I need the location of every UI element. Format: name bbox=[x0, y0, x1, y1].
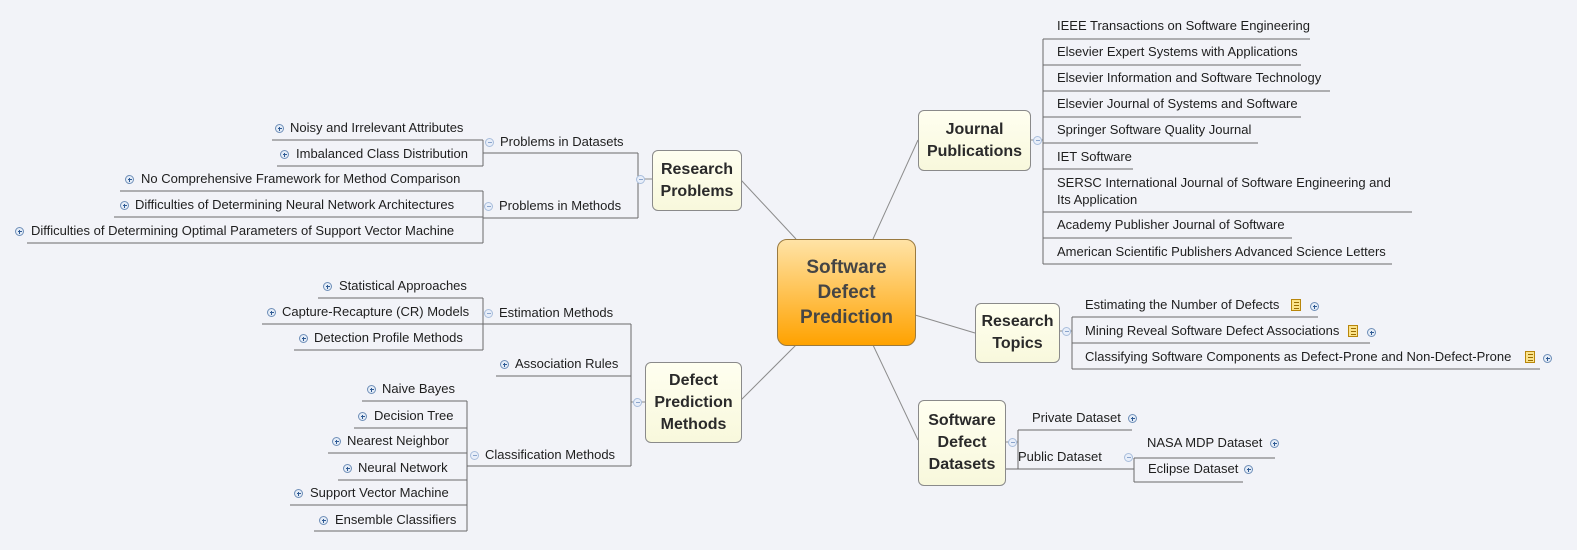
central-topic-label: Software Defect Prediction bbox=[800, 257, 893, 328]
association-rules[interactable]: Association Rules bbox=[515, 356, 619, 371]
journal-item[interactable]: American Scientific Publishers Advanced … bbox=[1057, 244, 1386, 259]
expand-icon[interactable] bbox=[1310, 302, 1319, 311]
classification-methods[interactable]: Classification Methods bbox=[485, 447, 616, 462]
expand-icon[interactable] bbox=[332, 437, 341, 446]
public-dataset[interactable]: Public Dataset bbox=[1018, 449, 1102, 464]
topic-label: Research Topics bbox=[981, 313, 1054, 352]
topic-software-defect-datasets[interactable]: Software Defect Datasets bbox=[918, 400, 1006, 486]
problems-in-datasets[interactable]: Problems in Datasets bbox=[500, 134, 624, 149]
classifier-item[interactable]: Naive Bayes bbox=[382, 381, 455, 396]
classifier-item[interactable]: Decision Tree bbox=[374, 408, 454, 423]
expand-icon[interactable] bbox=[1543, 354, 1552, 363]
expand-icon[interactable] bbox=[323, 282, 332, 291]
topic-label: Research Problems bbox=[660, 160, 734, 200]
classifier-item[interactable]: Nearest Neighbor bbox=[347, 433, 449, 448]
research-topic-item[interactable]: Classifying Software Components as Defec… bbox=[1085, 349, 1512, 364]
dataset-item[interactable]: Eclipse Dataset bbox=[1148, 461, 1239, 476]
private-dataset[interactable]: Private Dataset bbox=[1032, 410, 1121, 425]
expand-icon[interactable] bbox=[319, 516, 328, 525]
expand-icon[interactable] bbox=[500, 360, 509, 369]
expand-icon[interactable] bbox=[358, 412, 367, 421]
expand-icon[interactable] bbox=[275, 124, 284, 133]
expand-icon[interactable] bbox=[1128, 414, 1137, 423]
expand-icon[interactable] bbox=[1270, 439, 1279, 448]
central-topic[interactable]: Software Defect Prediction bbox=[777, 239, 916, 346]
journal-item[interactable]: Elsevier Journal of Systems and Software bbox=[1057, 96, 1298, 111]
collapse-icon[interactable] bbox=[485, 138, 494, 147]
collapse-icon[interactable] bbox=[1062, 327, 1071, 336]
research-topic-item[interactable]: Mining Reveal Software Defect Associatio… bbox=[1085, 323, 1340, 338]
expand-icon[interactable] bbox=[120, 201, 129, 210]
journal-item[interactable]: Academy Publisher Journal of Software bbox=[1057, 217, 1285, 232]
topic-label: Software Defect Datasets bbox=[928, 412, 996, 473]
expand-icon[interactable] bbox=[267, 308, 276, 317]
topic-label: Journal Publications bbox=[926, 120, 1023, 160]
problem-item[interactable]: Imbalanced Class Distribution bbox=[296, 146, 468, 161]
expand-icon[interactable] bbox=[343, 464, 352, 473]
collapse-icon[interactable] bbox=[633, 398, 642, 407]
topic-label: Defect Prediction Methods bbox=[654, 371, 733, 433]
classifier-item[interactable]: Ensemble Classifiers bbox=[335, 512, 457, 527]
problem-item[interactable]: Difficulties of Determining Neural Netwo… bbox=[135, 197, 455, 212]
estimation-item[interactable]: Statistical Approaches bbox=[339, 278, 467, 293]
topic-journal-publications[interactable]: Journal Publications bbox=[918, 110, 1031, 171]
collapse-icon[interactable] bbox=[1008, 438, 1017, 447]
expand-icon[interactable] bbox=[367, 385, 376, 394]
collapse-icon[interactable] bbox=[484, 202, 493, 211]
journal-item[interactable]: Elsevier Information and Software Techno… bbox=[1057, 70, 1322, 85]
journal-item[interactable]: Springer Software Quality Journal bbox=[1057, 122, 1252, 137]
problems-in-methods[interactable]: Problems in Methods bbox=[499, 198, 622, 213]
journal-item[interactable]: Elsevier Expert Systems with Application… bbox=[1057, 44, 1298, 59]
estimation-item[interactable]: Detection Profile Methods bbox=[314, 330, 463, 345]
topic-research-topics[interactable]: Research Topics bbox=[975, 303, 1060, 363]
collapse-icon[interactable] bbox=[1033, 136, 1042, 145]
estimation-item[interactable]: Capture-Recapture (CR) Models bbox=[282, 304, 470, 319]
problem-item[interactable]: Noisy and Irrelevant Attributes bbox=[290, 120, 464, 135]
problem-item[interactable]: Difficulties of Determining Optimal Para… bbox=[31, 223, 455, 238]
expand-icon[interactable] bbox=[125, 175, 134, 184]
expand-icon[interactable] bbox=[15, 227, 24, 236]
journal-item[interactable]: IEEE Transactions on Software Engineerin… bbox=[1057, 18, 1310, 33]
expand-icon[interactable] bbox=[280, 150, 289, 159]
estimation-methods[interactable]: Estimation Methods bbox=[499, 305, 614, 320]
collapse-icon[interactable] bbox=[484, 309, 493, 318]
classifier-item[interactable]: Support Vector Machine bbox=[310, 485, 449, 500]
dataset-item[interactable]: NASA MDP Dataset bbox=[1147, 435, 1263, 450]
research-topic-item[interactable]: Estimating the Number of Defects bbox=[1085, 297, 1280, 312]
note-icon[interactable] bbox=[1291, 299, 1301, 311]
expand-icon[interactable] bbox=[294, 489, 303, 498]
journal-item[interactable]: IET Software bbox=[1057, 149, 1132, 164]
collapse-icon[interactable] bbox=[470, 451, 479, 460]
topic-defect-prediction-methods[interactable]: Defect Prediction Methods bbox=[645, 362, 742, 443]
classifier-item[interactable]: Neural Network bbox=[358, 460, 448, 475]
note-icon[interactable] bbox=[1348, 325, 1358, 337]
expand-icon[interactable] bbox=[1244, 465, 1253, 474]
problem-item[interactable]: No Comprehensive Framework for Method Co… bbox=[141, 171, 461, 186]
expand-icon[interactable] bbox=[1367, 328, 1376, 337]
collapse-icon[interactable] bbox=[636, 175, 645, 184]
journal-item[interactable]: SERSC International Journal of Software … bbox=[1057, 175, 1391, 207]
collapse-icon[interactable] bbox=[1124, 453, 1133, 462]
topic-research-problems[interactable]: Research Problems bbox=[652, 150, 742, 211]
note-icon[interactable] bbox=[1525, 351, 1535, 363]
expand-icon[interactable] bbox=[299, 334, 308, 343]
